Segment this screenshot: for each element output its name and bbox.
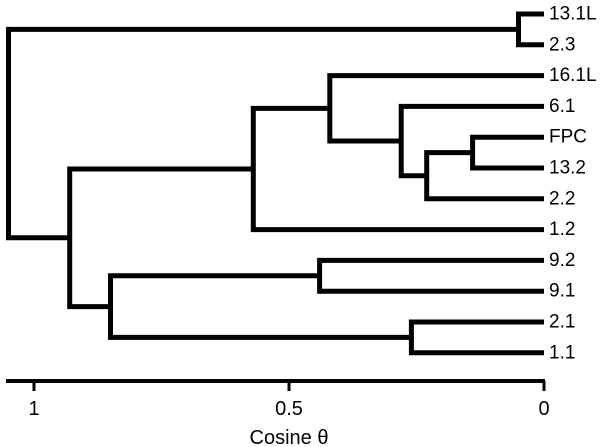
- leaf-label: 13.2: [549, 158, 586, 179]
- branch-n6: [516, 11, 544, 48]
- branch-n11: [6, 26, 519, 241]
- leaf-label: 9.1: [549, 281, 575, 302]
- leaf-label: 2.1: [549, 312, 575, 333]
- leaf-label: 1.1: [549, 342, 575, 363]
- branch-n10: [67, 166, 254, 310]
- branch-n8: [408, 319, 544, 356]
- branch-n2: [424, 150, 544, 202]
- leaf-label: 13.1L: [549, 4, 597, 25]
- x-axis-tick-label: 0.5: [275, 398, 303, 420]
- dendrogram-branches: [6, 11, 544, 356]
- branch-n9: [108, 273, 412, 340]
- x-axis-tick-label: 1: [28, 398, 39, 420]
- branch-n7: [317, 257, 544, 294]
- leaf-label: FPC: [549, 127, 587, 148]
- leaf-label: 6.1: [549, 96, 575, 117]
- x-axis-title: Cosine θ: [250, 427, 329, 447]
- x-axis-tick-label: 0: [538, 398, 549, 420]
- leaf-label: 2.2: [549, 188, 575, 209]
- leaf-label: 9.2: [549, 250, 575, 271]
- leaf-label: 16.1L: [549, 65, 597, 86]
- leaf-label: 1.2: [549, 219, 575, 240]
- branch-n1: [470, 134, 544, 171]
- leaf-label: 2.3: [549, 34, 575, 55]
